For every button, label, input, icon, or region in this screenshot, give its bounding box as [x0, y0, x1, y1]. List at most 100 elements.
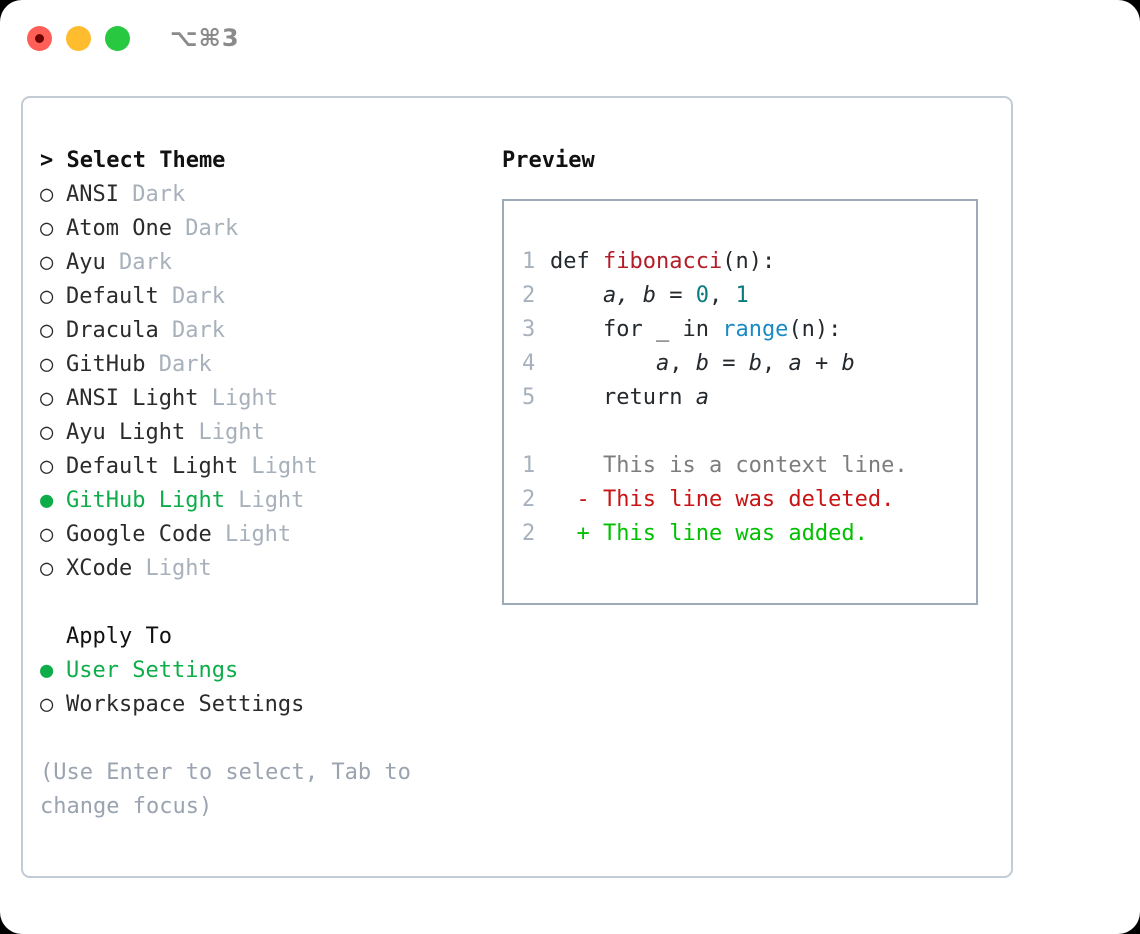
line-number: 4: [522, 351, 536, 376]
code-token-plain: return: [602, 385, 696, 410]
code-token-var: b: [695, 351, 709, 376]
code-token-var: a: [788, 351, 802, 376]
keyboard-hint: (Use Enter to select, Tab to change focu…: [40, 760, 411, 819]
theme-variant: Dark: [171, 216, 239, 241]
theme-item-github[interactable]: ○ GitHub Dark: [40, 348, 483, 382]
panel-columns: > Select Theme ○ANSI Dark○Atom One Dark○…: [23, 98, 1011, 824]
code-line: 4 a, b = b, a + b: [522, 347, 976, 381]
radio-unselected-icon: ○: [40, 692, 54, 717]
code-token-var: a, b: [602, 283, 656, 308]
code-token-plain: (n):: [788, 317, 842, 342]
radio-unselected-icon: ○: [40, 216, 54, 241]
line-number: 5: [522, 385, 536, 410]
theme-variant: Light: [238, 454, 318, 479]
theme-name: Ayu: [66, 250, 106, 275]
line-number: 2: [522, 521, 536, 546]
maximize-button[interactable]: [105, 25, 130, 51]
code-token-fn: fibonacci: [602, 249, 723, 274]
theme-item-github-light[interactable]: ● GitHub Light Light: [40, 484, 483, 518]
theme-name: ANSI Light: [66, 386, 199, 411]
code-token-plain: ,: [761, 351, 789, 376]
code-token-plain: =: [655, 283, 696, 308]
theme-item-ayu-light[interactable]: ○ Ayu Light Light: [40, 416, 483, 450]
code-token-num: 1: [735, 283, 749, 308]
theme-variant: Dark: [105, 250, 172, 275]
diff-text: + This line was added.: [550, 521, 868, 546]
diff-text: This is a context line.: [550, 453, 908, 478]
diff-line-add: 2 + This line was added.: [522, 517, 976, 551]
apply-to-item-user-settings[interactable]: ●User Settings: [40, 654, 483, 688]
code-token-plain: ,: [669, 351, 696, 376]
apply-to-label: Workspace Settings: [66, 692, 305, 717]
apply-to-item-workspace-settings[interactable]: ○ Workspace Settings: [40, 688, 483, 722]
theme-variant: Dark: [118, 182, 186, 207]
code-token-plain: for _ in: [602, 317, 723, 342]
radio-unselected-icon: ○: [40, 284, 54, 309]
code-token-plain: def: [550, 249, 603, 274]
title-bar: ⌥⌘3: [0, 0, 1140, 76]
theme-item-default-light[interactable]: ○ Default Light Light: [40, 450, 483, 484]
code-token-plain: =: [708, 351, 749, 376]
apply-to-list: ●User Settings ○ Workspace Settings: [40, 654, 483, 722]
theme-name: Default Light: [66, 454, 239, 479]
code-token-var: b: [748, 351, 762, 376]
radio-unselected-icon: ○: [40, 352, 54, 377]
theme-name: Atom One: [66, 216, 172, 241]
code-token-plain: ,: [708, 283, 736, 308]
code-token-var: a: [655, 351, 670, 376]
code-token-var: b: [841, 351, 855, 376]
theme-item-ansi[interactable]: ○ANSI Dark: [40, 178, 483, 212]
radio-unselected-icon: ○: [40, 182, 54, 207]
radio-unselected-icon: ○: [40, 386, 54, 411]
theme-name: Google Code: [66, 522, 212, 547]
theme-selection-column: > Select Theme ○ANSI Dark○Atom One Dark○…: [23, 144, 483, 824]
code-token-plain: (n):: [722, 249, 776, 274]
theme-variant: Light: [224, 488, 305, 513]
theme-variant: Light: [211, 522, 292, 547]
theme-item-ayu[interactable]: ○Ayu Dark: [40, 246, 483, 280]
theme-variant: Dark: [145, 352, 212, 377]
theme-name: Default: [66, 284, 159, 309]
radio-unselected-icon: ○: [40, 556, 54, 581]
theme-name: GitHub: [66, 352, 146, 377]
diff-text: - This line was deleted.: [550, 487, 895, 512]
radio-unselected-icon: ○: [40, 522, 54, 547]
hint-spacer: [40, 722, 483, 756]
theme-name: Ayu Light: [66, 420, 186, 445]
traffic-light-group: [27, 25, 130, 51]
line-number: 1: [522, 249, 536, 274]
code-line: 2 a, b = 0, 1: [522, 279, 976, 313]
theme-item-xcode[interactable]: ○XCode Light: [40, 552, 483, 586]
line-number: 3: [522, 317, 536, 342]
close-button[interactable]: [27, 25, 52, 51]
theme-list: ○ANSI Dark○Atom One Dark○Ayu Dark○Defaul…: [40, 178, 483, 586]
theme-item-default[interactable]: ○ Default Dark: [40, 280, 483, 314]
code-diff-spacer: [522, 415, 976, 449]
theme-variant: Dark: [158, 318, 225, 343]
theme-item-dracula[interactable]: ○ Dracula Dark: [40, 314, 483, 348]
theme-item-google-code[interactable]: ○ Google Code Light: [40, 518, 483, 552]
theme-item-ansi-light[interactable]: ○ ANSI Light Light: [40, 382, 483, 416]
theme-variant: Light: [132, 556, 212, 581]
code-token-plain: +: [801, 351, 842, 376]
line-number: 1: [522, 453, 536, 478]
theme-variant: Dark: [158, 284, 225, 309]
shortcut-label: ⌥⌘3: [170, 24, 240, 52]
code-line: 5 return a: [522, 381, 976, 415]
apply-to-header: Apply To: [66, 624, 172, 649]
radio-unselected-icon: ○: [40, 454, 54, 479]
code-line: 1 def fibonacci(n):: [522, 245, 976, 279]
main-panel: > Select Theme ○ANSI Dark○Atom One Dark○…: [21, 96, 1013, 878]
radio-unselected-icon: ○: [40, 420, 54, 445]
theme-item-atom-one[interactable]: ○ Atom One Dark: [40, 212, 483, 246]
theme-name: Dracula: [66, 318, 159, 343]
theme-variant: Light: [185, 420, 265, 445]
diff-line-ctx: 1 This is a context line.: [522, 449, 976, 483]
radio-selected-icon: ●: [40, 488, 54, 513]
radio-unselected-icon: ○: [40, 318, 54, 343]
theme-variant: Light: [198, 386, 278, 411]
minimize-button[interactable]: [66, 25, 91, 51]
theme-name: GitHub Light: [66, 488, 225, 513]
